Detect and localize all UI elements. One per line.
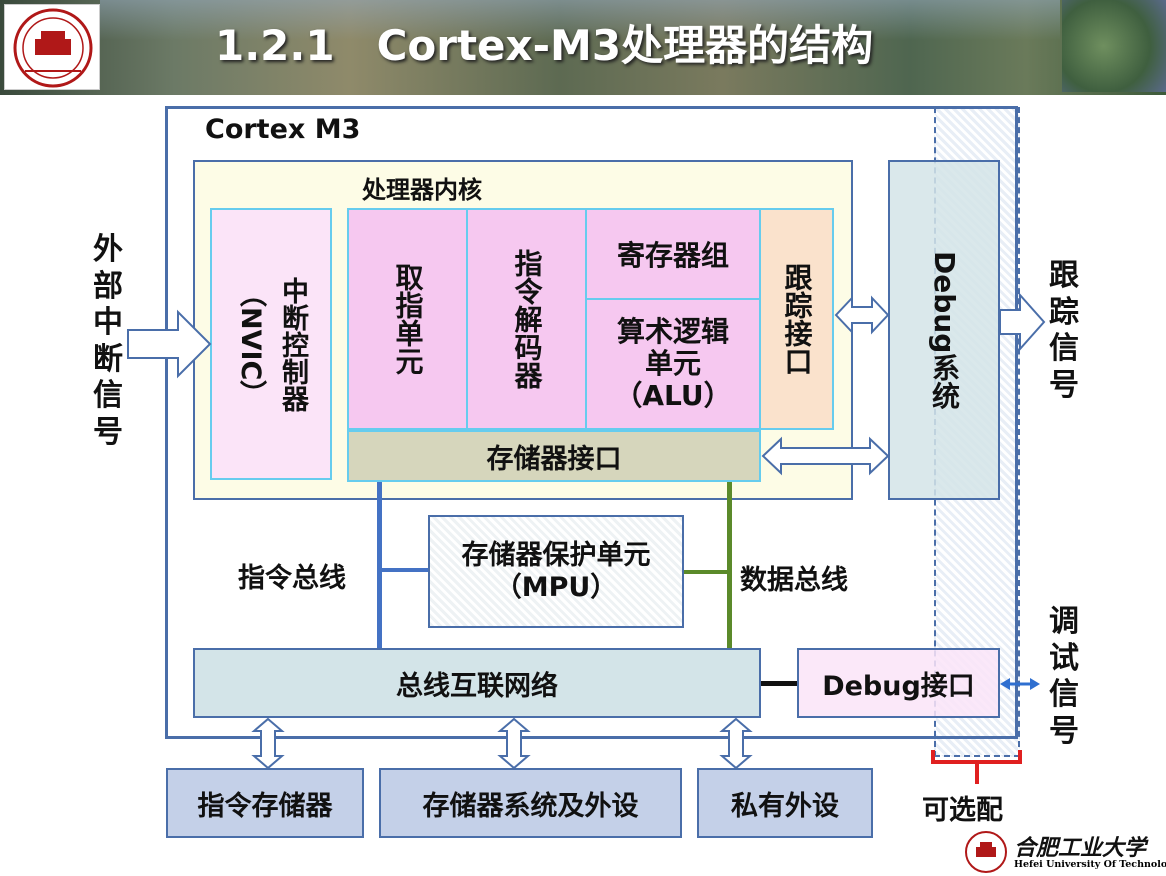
external-interrupt-label: 外 部 中 断 信 号 <box>88 232 128 452</box>
mem-system-arrow-icon <box>497 717 531 770</box>
instruction-bus-label: 指令总线 <box>238 563 346 594</box>
data-bus-line <box>727 482 732 648</box>
trace-signal-arrow-icon <box>999 292 1046 352</box>
debug-if-link <box>761 681 799 686</box>
fetch-unit-label: 取指单元 <box>391 263 425 375</box>
ext-int-char: 部 <box>93 268 123 304</box>
nvic-abbrev: （NVIC） <box>235 280 266 408</box>
ext-int-char: 号 <box>93 414 123 450</box>
debug-system-label: Debug系统 <box>928 250 961 410</box>
debug-signal-arrow-icon <box>1000 678 1040 690</box>
debug-system-block: Debug系统 <box>888 160 1000 500</box>
mpu-data-link <box>684 570 729 574</box>
instr-mem-arrow-icon <box>251 717 285 770</box>
trace-sig-char: 信 <box>1049 331 1079 367</box>
cortex-m3-label: Cortex M3 <box>205 114 361 145</box>
university-logo: 合肥工业大学 Hefei University Of Technology <box>962 828 1166 876</box>
optional-label: 可选配 <box>922 795 1003 826</box>
mpu-block: 存储器保护单元 （MPU） <box>428 515 684 628</box>
register-bank-label: 寄存器组 <box>616 239 729 272</box>
memory-interface-block: 存储器接口 <box>347 430 761 482</box>
university-name-en: Hefei University Of Technology <box>1014 859 1166 870</box>
debug-interface-block: Debug接口 <box>797 648 1000 718</box>
data-bus-label: 数据总线 <box>740 565 848 596</box>
bus-matrix-block: 总线互联网络 <box>193 648 761 718</box>
trace-interface-block: 跟踪接口 <box>759 208 834 430</box>
header-banner <box>0 0 1166 95</box>
private-periph-arrow-icon <box>719 717 753 770</box>
instruction-decoder-block: 指令解码器 <box>466 208 587 430</box>
fetch-unit-block: 取指单元 <box>347 208 468 430</box>
debug-sig-char: 试 <box>1049 640 1079 676</box>
instruction-bus-line <box>377 482 382 648</box>
trace-signal-label: 跟 踪 信 号 <box>1044 258 1084 404</box>
memory-interface-label: 存储器接口 <box>486 443 622 475</box>
ext-int-char: 信 <box>93 378 123 414</box>
private-peripheral-label: 私有外设 <box>731 790 839 822</box>
university-name-cn: 合肥工业大学 <box>1014 835 1147 861</box>
university-emblem-icon <box>965 831 1007 873</box>
mpu-abbrev: （MPU） <box>494 571 618 603</box>
ext-int-char: 中 <box>93 305 123 341</box>
nvic-label: 中断控制器 <box>277 276 308 412</box>
cortex-m3-box <box>165 106 1018 739</box>
memory-system-label: 存储器系统及外设 <box>422 790 639 822</box>
ext-int-char: 外 <box>93 232 123 267</box>
trace-sig-char: 号 <box>1049 367 1079 403</box>
debug-signal-label: 调 试 信 号 <box>1044 604 1084 750</box>
alu-block: 算术逻辑 单元 （ALU） <box>585 298 761 430</box>
private-peripheral-block: 私有外设 <box>697 768 873 838</box>
trace-sig-char: 踪 <box>1049 294 1079 330</box>
trace-debug-arrow-icon <box>834 295 890 335</box>
nvic-block: 中断控制器 （NVIC） <box>210 208 332 480</box>
trace-sig-char: 跟 <box>1049 258 1079 293</box>
debug-interface-label: Debug接口 <box>822 670 975 702</box>
banner-sky <box>100 0 1060 40</box>
bus-matrix-label: 总线互联网络 <box>396 670 558 702</box>
mpu-label: 存储器保护单元 <box>461 540 651 572</box>
debug-sig-char: 信 <box>1049 677 1079 713</box>
register-bank-block: 寄存器组 <box>585 208 761 300</box>
alu-label-line1: 算术逻辑 <box>616 314 729 348</box>
mem-debug-arrow-icon <box>761 436 890 476</box>
debug-sig-char: 号 <box>1049 713 1079 749</box>
instruction-memory-block: 指令存储器 <box>166 768 364 838</box>
university-seal <box>4 4 100 90</box>
optional-bracket-icon <box>931 750 1022 784</box>
page-title: 1.2.1 Cortex-M3处理器的结构 <box>215 21 874 70</box>
instruction-decoder-label: 指令解码器 <box>510 249 544 389</box>
mpu-instruction-link <box>380 568 428 572</box>
external-interrupt-arrow-icon <box>127 309 212 379</box>
alu-label-line2: 单元 <box>644 346 701 380</box>
debug-sig-char: 调 <box>1049 604 1079 639</box>
map-thumbnail <box>1062 0 1166 92</box>
alu-label-line3: （ALU） <box>614 379 732 413</box>
instruction-memory-label: 指令存储器 <box>197 790 333 822</box>
processor-core-label: 处理器内核 <box>362 176 482 204</box>
memory-system-block: 存储器系统及外设 <box>379 768 682 838</box>
ext-int-char: 断 <box>93 341 123 377</box>
seal-icon <box>13 8 93 88</box>
trace-interface-label: 跟踪接口 <box>780 263 814 375</box>
